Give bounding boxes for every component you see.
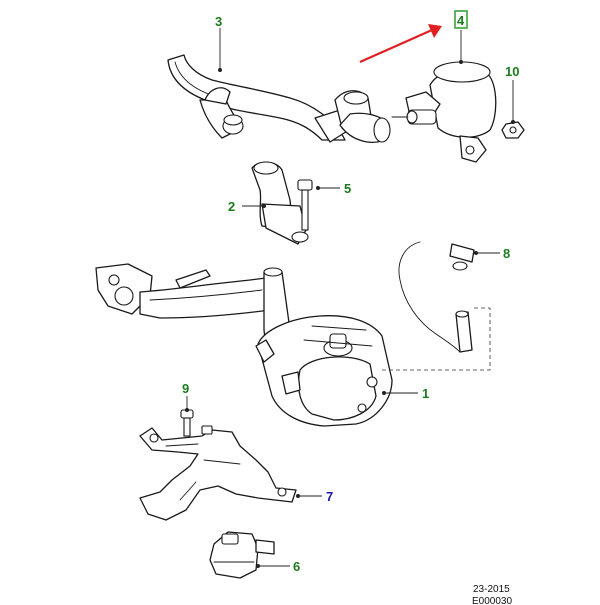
- part-1-pump: [255, 315, 393, 427]
- callout-7: 7: [326, 489, 333, 504]
- part-5-bolt: [297, 179, 313, 231]
- part-3-hose: [167, 54, 391, 143]
- callout-labels: 3 4 10 5 2 8 1 9 7 6: [182, 13, 519, 574]
- part-7-bracket: [139, 425, 297, 521]
- red-arrow: [359, 24, 442, 64]
- footer-date: 23-2015: [473, 584, 510, 595]
- flange-pipe: [95, 263, 271, 319]
- callout-9: 9: [182, 381, 189, 396]
- part-9-bolt: [180, 409, 194, 437]
- callout-3: 3: [215, 14, 222, 29]
- leader-lines: [185, 28, 515, 568]
- part-6-solenoid: [209, 531, 275, 579]
- callout-4-highlight-box: [454, 10, 468, 29]
- callout-6: 6: [293, 559, 300, 574]
- callout-2: 2: [228, 199, 235, 214]
- callout-4: 4: [457, 13, 465, 28]
- part-8-cable: [382, 241, 491, 371]
- part-10-nut: [501, 121, 525, 139]
- part-4-valve: [391, 61, 497, 163]
- callout-1: 1: [422, 386, 429, 401]
- part-2-elbow: [251, 161, 309, 245]
- footer-code: E000030: [472, 596, 512, 605]
- callout-8: 8: [503, 246, 510, 261]
- callout-10: 10: [505, 64, 519, 79]
- callout-5: 5: [344, 181, 351, 196]
